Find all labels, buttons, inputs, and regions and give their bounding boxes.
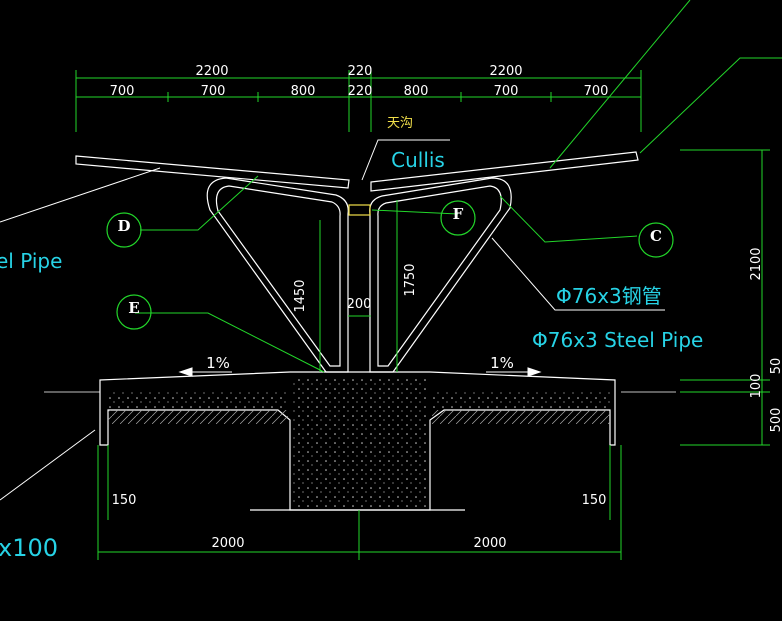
dim-inner-gap: 200 bbox=[347, 297, 372, 312]
detail-tag-e-circle[interactable] bbox=[116, 294, 152, 330]
dim-right-total: 2100 bbox=[749, 247, 764, 280]
concrete-hatch bbox=[108, 376, 610, 508]
slope-right: 1% bbox=[490, 354, 514, 372]
dim-top-center-seg: 220 bbox=[348, 84, 373, 99]
left-roof-plate bbox=[75, 155, 350, 189]
dim-top-right-seg-3: 700 bbox=[584, 84, 609, 99]
detail-tag-c: C bbox=[650, 227, 662, 245]
dim-right-100: 100 bbox=[749, 374, 764, 399]
dim-top-right-seg-2: 700 bbox=[494, 84, 519, 99]
detail-tag-f: F bbox=[453, 205, 464, 223]
label-bottom-left-partial: x100 bbox=[0, 534, 58, 562]
dim-top-left-seg-3: 800 bbox=[291, 84, 316, 99]
detail-tag-e: E bbox=[128, 299, 139, 317]
leader-lines bbox=[0, 0, 782, 501]
dim-right-50: 50 bbox=[769, 358, 782, 375]
detail-tag-d-circle[interactable] bbox=[106, 212, 142, 248]
label-gutter-cn: 天沟 bbox=[387, 116, 413, 131]
dim-inner-left-height: 1450 bbox=[293, 279, 308, 312]
dim-bottom-right: 2000 bbox=[473, 536, 506, 551]
dim-left-curb: 150 bbox=[112, 493, 137, 508]
dim-right-curb: 150 bbox=[582, 493, 607, 508]
detail-tag-d: D bbox=[117, 217, 130, 235]
right-pipe-frame-inner bbox=[377, 185, 502, 367]
dim-top-center-total: 220 bbox=[348, 64, 373, 79]
label-pipe-en: Φ76x3 Steel Pipe bbox=[532, 328, 703, 352]
right-pipe-frame bbox=[369, 177, 512, 373]
detail-tags bbox=[106, 200, 674, 330]
dim-top-left-seg-2: 700 bbox=[201, 84, 226, 99]
slope-arrows bbox=[178, 367, 542, 377]
dim-inner-right-height: 1750 bbox=[403, 263, 418, 296]
detail-tag-c-circle[interactable] bbox=[638, 222, 674, 258]
dim-right-500: 500 bbox=[769, 408, 782, 433]
label-pipe-cn: Φ76x3钢管 bbox=[556, 284, 662, 308]
detail-tag-f-circle[interactable] bbox=[440, 200, 476, 236]
right-roof-plate bbox=[370, 151, 639, 192]
gutter-box bbox=[348, 204, 371, 216]
left-pipe-frame bbox=[206, 177, 349, 373]
dim-top-left-total: 2200 bbox=[195, 64, 228, 79]
dim-bottom-left: 2000 bbox=[211, 536, 244, 551]
slope-left: 1% bbox=[206, 354, 230, 372]
left-pipe-frame-inner bbox=[215, 185, 341, 367]
dim-top-right-total: 2200 bbox=[489, 64, 522, 79]
label-left-pipe-partial: el Pipe bbox=[0, 249, 62, 273]
label-gutter-en: Cullis bbox=[391, 148, 445, 172]
dim-top-right-seg-1: 800 bbox=[404, 84, 429, 99]
dim-top-left-seg-1: 700 bbox=[110, 84, 135, 99]
dimension-lines bbox=[75, 70, 770, 560]
